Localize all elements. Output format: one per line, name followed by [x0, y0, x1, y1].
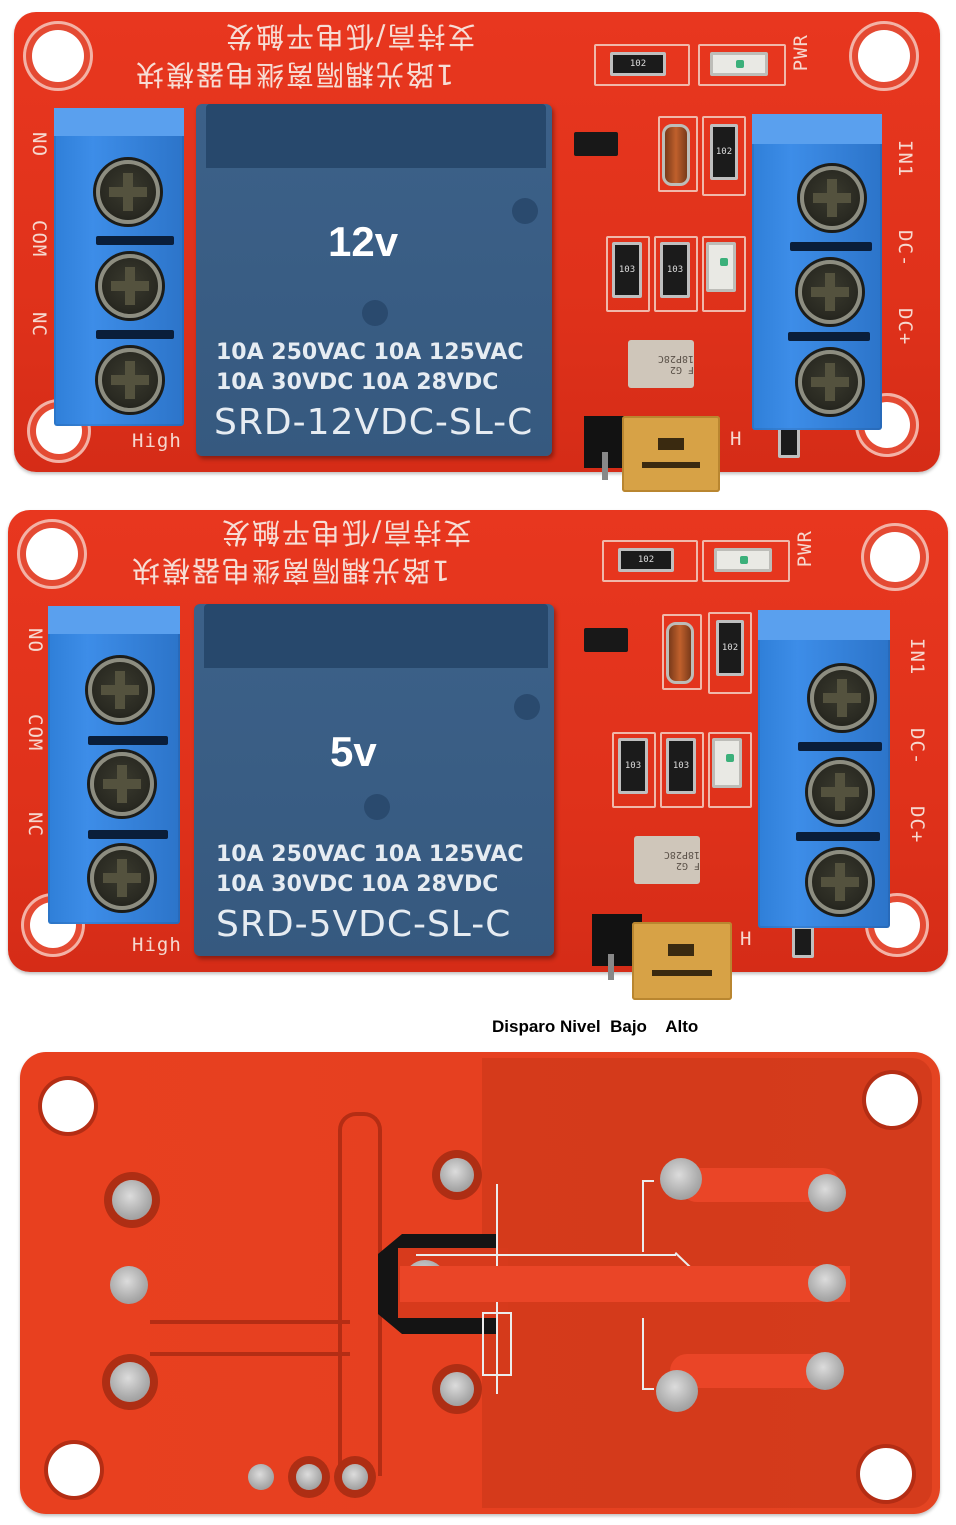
- label-dc-minus: DC-: [906, 728, 928, 766]
- transistor: [574, 132, 618, 156]
- screw-dc-minus[interactable]: [808, 760, 872, 824]
- voltage-label: 12v: [328, 218, 399, 265]
- label-dc-plus: DC+: [894, 308, 916, 346]
- label-nc: NC: [28, 312, 50, 337]
- power-led: [714, 548, 772, 572]
- screw-no[interactable]: [96, 160, 160, 224]
- screw-nc[interactable]: [98, 348, 162, 412]
- screw-com[interactable]: [98, 254, 162, 318]
- solder-pad: [656, 1370, 698, 1412]
- label-in1: IN1: [894, 140, 916, 178]
- jumper-caption: Disparo Nivel Bajo Alto: [492, 1017, 699, 1036]
- power-led: [710, 52, 768, 76]
- diode: [666, 622, 694, 684]
- screw-in1[interactable]: [810, 666, 874, 730]
- screw-dc-plus[interactable]: [798, 350, 862, 414]
- relay-module-5v: 支持高/低电平触发 1路光耦隔离继电器模块 NO COM NC High 5v …: [8, 510, 948, 1000]
- relay-spec-line2: 10A 30VDC 10A 28VDC: [216, 872, 499, 897]
- mount-hole: [860, 1448, 912, 1500]
- optocoupler: F G2 18P28C: [628, 340, 694, 388]
- output-terminal-block[interactable]: [48, 606, 180, 924]
- resistor: 102: [618, 548, 674, 572]
- solder-pad: [110, 1266, 148, 1304]
- relay-module-12v: 支持高/低电平触发 1路光耦隔离继电器模块 NO COM NC High 12v…: [14, 12, 940, 492]
- label-nc: NC: [24, 812, 46, 837]
- input-terminal-block[interactable]: [752, 114, 882, 430]
- solder-pad: [440, 1372, 474, 1406]
- label-pwr: PWR: [790, 34, 812, 72]
- silkscreen-title-line2: 支持高/低电平触发: [224, 20, 476, 53]
- solder-pad: [660, 1158, 702, 1200]
- silkscreen-title-line1: 1路光耦隔离继电器模块: [134, 58, 454, 91]
- mount-hole: [32, 30, 84, 82]
- silkscreen-title-line1: 1路光耦隔离继电器模块: [130, 554, 450, 587]
- output-terminal-block[interactable]: [54, 108, 184, 426]
- diode: [662, 124, 690, 186]
- label-pwr: PWR: [794, 530, 816, 568]
- voltage-label: 5v: [330, 728, 377, 775]
- screw-in1[interactable]: [800, 166, 864, 230]
- solder-pad: [808, 1264, 846, 1302]
- relay-spec-line1: 10A 250VAC 10A 125VAC: [216, 340, 524, 365]
- mount-hole: [870, 532, 920, 582]
- resistor: 103: [660, 242, 690, 298]
- screw-dc-minus[interactable]: [798, 260, 862, 324]
- label-dc-plus: DC+: [906, 806, 928, 844]
- solder-pad: [806, 1352, 844, 1390]
- relay: 12v 10A 250VAC 10A 125VAC 10A 30VDC 10A …: [196, 104, 552, 456]
- label-no: NO: [28, 132, 50, 157]
- solder-pad: [110, 1362, 150, 1402]
- mount-hole: [48, 1444, 100, 1496]
- solder-pad: [112, 1180, 152, 1220]
- label-high: High: [132, 430, 182, 452]
- solder-pad: [296, 1464, 322, 1490]
- screw-dc-plus[interactable]: [808, 850, 872, 914]
- silkscreen-title-line2: 支持高/低电平触发: [220, 516, 472, 549]
- status-led: [706, 242, 736, 292]
- relay-spec-line2: 10A 30VDC 10A 28VDC: [216, 370, 499, 395]
- solder-pad: [342, 1464, 368, 1490]
- resistor: 102: [716, 620, 744, 676]
- mount-hole: [42, 1080, 94, 1132]
- input-terminal-block[interactable]: [758, 610, 890, 928]
- transistor: [584, 628, 628, 652]
- label-in1: IN1: [906, 638, 928, 676]
- label-no: NO: [24, 628, 46, 653]
- status-led: [712, 738, 742, 788]
- resistor: 102: [610, 52, 666, 76]
- relay-model: SRD-12VDC-SL-C: [214, 402, 534, 443]
- trigger-level-jumper[interactable]: [632, 922, 732, 1000]
- solder-pad: [440, 1158, 474, 1192]
- label-com: COM: [28, 220, 50, 258]
- relay-module-back: [20, 1052, 940, 1514]
- mount-hole: [866, 1074, 918, 1126]
- screw-nc[interactable]: [90, 846, 154, 910]
- label-dc-minus: DC-: [894, 230, 916, 268]
- screw-com[interactable]: [90, 752, 154, 816]
- screw-no[interactable]: [88, 658, 152, 722]
- label-high: High: [132, 934, 182, 956]
- mount-hole: [858, 30, 910, 82]
- label-com: COM: [24, 714, 46, 752]
- mount-hole: [26, 528, 78, 580]
- label-h: H: [740, 928, 753, 950]
- label-h: H: [730, 428, 743, 450]
- relay-model: SRD-5VDC-SL-C: [216, 904, 512, 945]
- resistor: 103: [666, 738, 696, 794]
- resistor: 103: [612, 242, 642, 298]
- optocoupler: F G2 18P28C: [634, 836, 700, 884]
- solder-pad: [248, 1464, 274, 1490]
- resistor: 102: [710, 124, 738, 180]
- trigger-level-jumper[interactable]: [622, 416, 720, 492]
- relay: 5v 10A 250VAC 10A 125VAC 10A 30VDC 10A 2…: [194, 604, 554, 956]
- resistor: 103: [618, 738, 648, 794]
- relay-spec-line1: 10A 250VAC 10A 125VAC: [216, 842, 524, 867]
- solder-pad: [808, 1174, 846, 1212]
